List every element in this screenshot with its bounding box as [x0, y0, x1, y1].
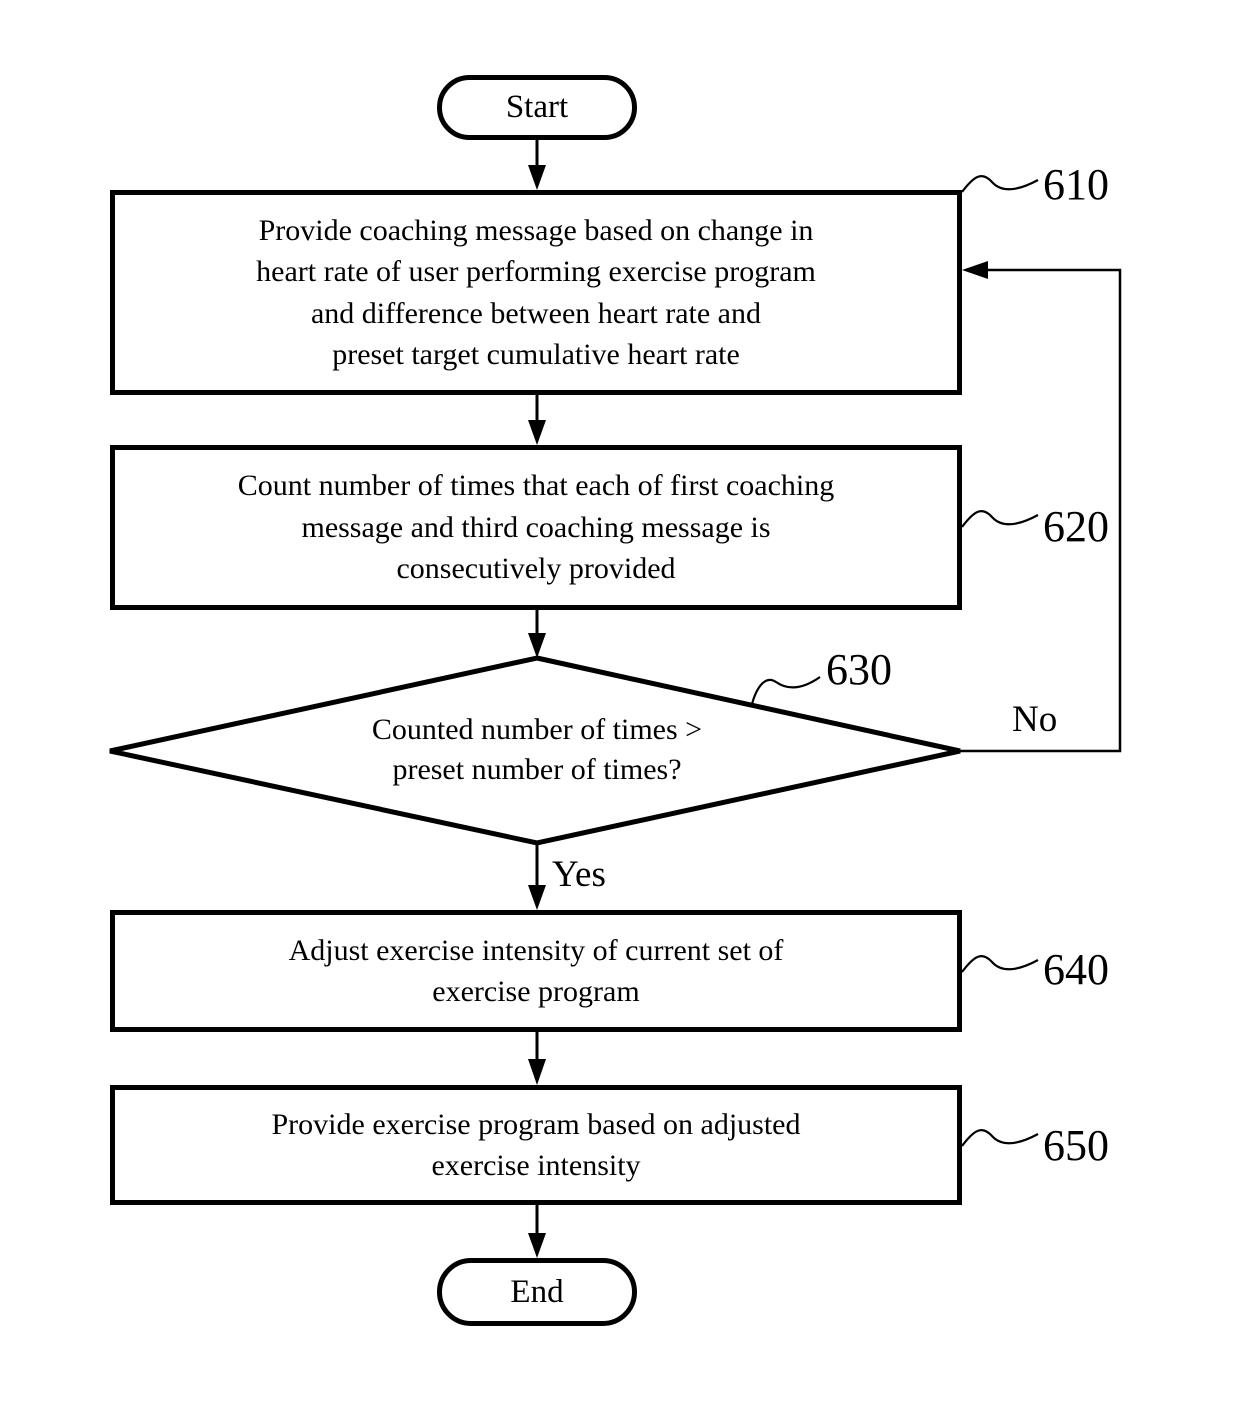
ref-connector-620-icon — [961, 510, 1039, 528]
arrowhead-620-to-630-icon — [528, 633, 546, 658]
arrowhead-640-to-650-icon — [528, 1059, 546, 1085]
ref-label-630: 630 — [826, 645, 892, 694]
process-box-640-text: Adjust exercise intensity of current set… — [288, 933, 784, 1008]
ref-label-620: 620 — [1043, 502, 1109, 551]
no-loop-arrowhead-icon — [962, 261, 988, 279]
end-label: End — [510, 1273, 564, 1310]
arrowhead-630-to-640-icon — [528, 885, 546, 910]
end-terminator: End — [437, 1258, 637, 1326]
start-label: Start — [505, 89, 569, 125]
arrowhead-start-to-610-icon — [528, 165, 546, 190]
ref-connector-650-icon — [961, 1129, 1039, 1147]
arrowhead-650-to-end-icon — [528, 1233, 546, 1258]
no-loop-line — [960, 268, 1122, 753]
decision-630-text: Counted number of times > preset number … — [371, 712, 703, 787]
ref-label-610: 610 — [1043, 160, 1109, 209]
process-box-620-text: Count number of times that each of first… — [237, 469, 835, 586]
process-box-650: Provide exercise program based on adjust… — [110, 1085, 962, 1205]
ref-connector-640-icon — [961, 955, 1039, 973]
process-box-640: Adjust exercise intensity of current set… — [110, 910, 962, 1032]
start-terminator: Start — [437, 75, 637, 140]
ref-connector-630-icon — [750, 676, 821, 705]
ref-connector-610-icon — [961, 175, 1039, 193]
process-box-610: Provide coaching message based on change… — [110, 190, 962, 395]
process-box-650-text: Provide exercise program based on adjust… — [271, 1107, 801, 1182]
process-box-620: Count number of times that each of first… — [110, 445, 962, 610]
arrowhead-610-to-620-icon — [528, 420, 546, 445]
ref-label-650: 650 — [1043, 1121, 1109, 1170]
yes-branch-label: Yes — [552, 854, 606, 895]
ref-label-640: 640 — [1043, 945, 1109, 994]
no-branch-label: No — [1012, 699, 1058, 740]
process-box-610-text: Provide coaching message based on change… — [256, 213, 816, 371]
